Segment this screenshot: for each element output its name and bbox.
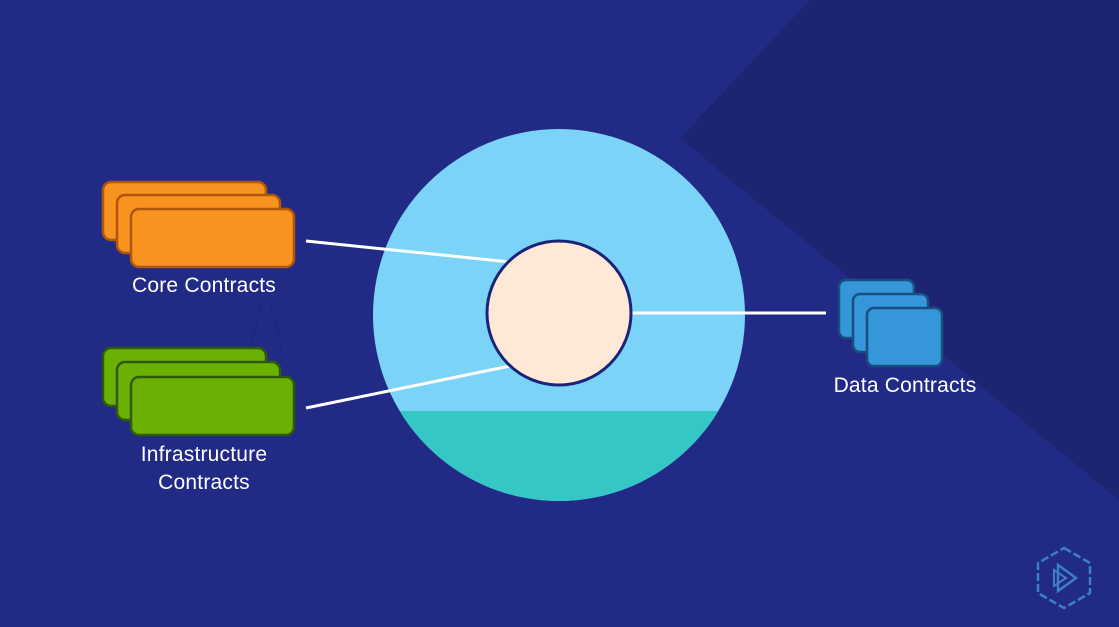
outer-circle-bottom-band [373, 411, 745, 501]
data-contract-card [865, 306, 944, 368]
infrastructure-contract-card [129, 375, 296, 437]
inner-circle [485, 239, 633, 387]
background-chevron-shape [680, 0, 1119, 500]
core-contracts-label: Core Contracts [131, 274, 277, 297]
core-infra-dotted-connector [249, 299, 263, 351]
infrastructure-contracts-label: Infrastructure Contracts [104, 441, 304, 497]
core-contract-card [129, 207, 296, 269]
core-connector-line [305, 239, 511, 264]
pluralsight-play-logo-icon [1036, 546, 1092, 610]
data-contracts-label: Data Contracts [833, 374, 977, 397]
core-infra-dotted-connector-2 [269, 299, 283, 353]
infrastructure-contracts-label-line-2: Contracts [158, 471, 250, 494]
infrastructure-contracts-stack [101, 346, 296, 437]
core-contracts-stack [101, 180, 296, 269]
infrastructure-contracts-label-line-1: Infrastructure [140, 443, 268, 466]
infrastructure-connector-line [305, 364, 511, 410]
data-contracts-stack [837, 278, 944, 368]
